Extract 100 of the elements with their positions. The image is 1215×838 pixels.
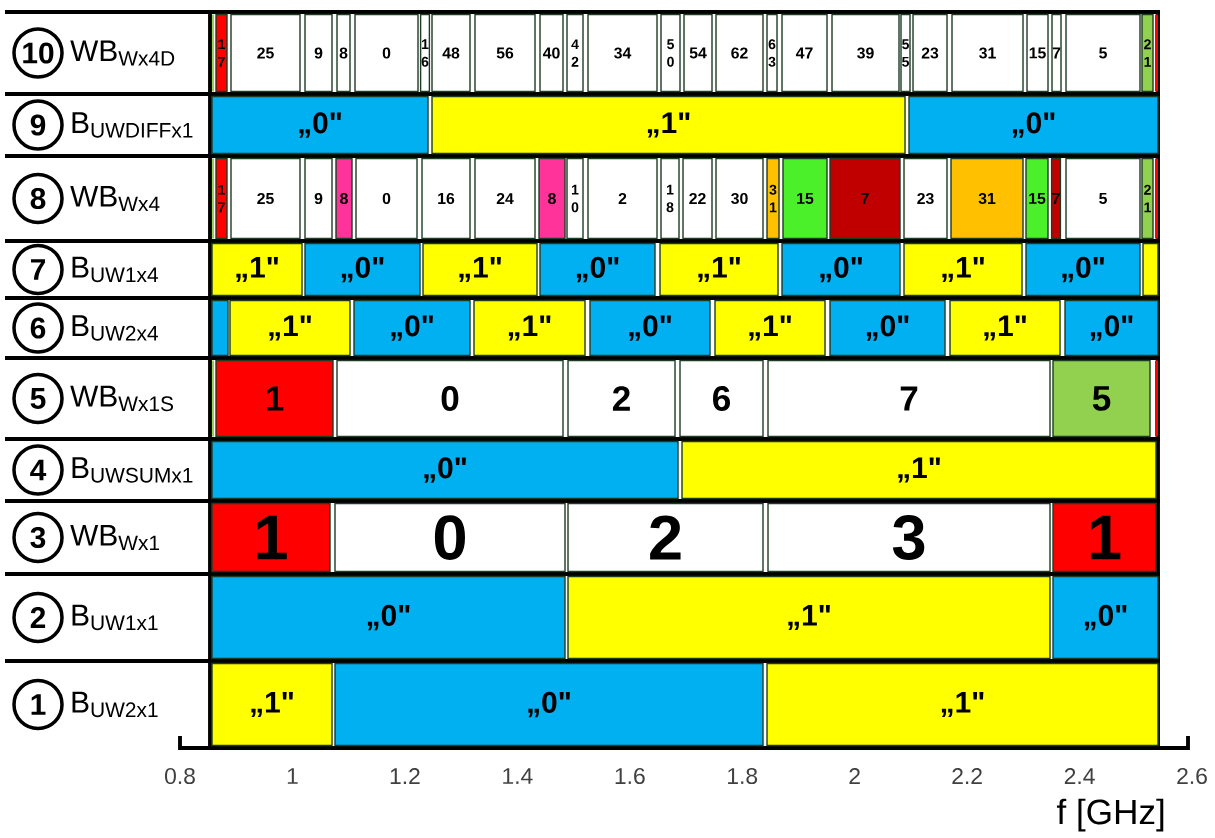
row-label: B$_{UW1x4}$ <box>72 256 158 283</box>
band-segment: „1" <box>681 440 1157 500</box>
band-segment: „0" <box>353 299 471 357</box>
band-segment: 1 <box>1052 502 1157 573</box>
band-segment: 6 <box>679 359 764 438</box>
band-segment: 40 <box>539 13 564 93</box>
band-segment: „1" <box>431 95 906 155</box>
band-segment <box>211 299 229 357</box>
band-segment: 16 <box>419 13 431 93</box>
band-segment: 62 <box>715 13 764 93</box>
band-segment: „0" <box>334 662 764 747</box>
band-segment: 42 <box>566 13 584 93</box>
tick-label: 1.4 <box>503 768 533 784</box>
band-segment: „0" <box>1052 575 1159 660</box>
band-segment: 5 <box>1065 13 1141 93</box>
band-segment: „1" <box>229 299 351 357</box>
band-segment: 0 <box>355 157 418 240</box>
row-label: B$_{UW2x4}$ <box>72 315 158 341</box>
band-segment: 30 <box>715 157 764 240</box>
band-segment: „1" <box>211 662 333 747</box>
band-segment: 8 <box>538 157 566 240</box>
band-segment: „1" <box>949 299 1061 357</box>
band-segment: „0" <box>539 242 656 297</box>
band-segment: „0" <box>589 299 711 357</box>
band-segment: „0" <box>781 242 901 297</box>
tick-label: 2.2 <box>952 768 982 784</box>
tick-label: 2.4 <box>1064 768 1095 784</box>
band-segment: 0 <box>336 359 564 438</box>
band-segment: „1" <box>903 242 1023 297</box>
band-segment: 63 <box>766 13 778 93</box>
band-segment: 8 <box>336 13 351 93</box>
band-segment: 15 <box>1026 13 1049 93</box>
band-segment: „0" <box>211 440 679 500</box>
band-segment: „0" <box>829 299 946 357</box>
row-label: WB$_{Wx4D}$ <box>70 40 175 66</box>
band-segment: 1 <box>215 359 334 438</box>
band-segment: 16 <box>421 157 471 240</box>
band-segment: 5 <box>1052 359 1151 438</box>
band-segment: „1" <box>473 299 586 357</box>
tick-label: 1.2 <box>390 768 420 784</box>
band-segment: 1 <box>211 502 331 573</box>
band-segment: 8 <box>335 157 353 240</box>
band-segment: 2 <box>587 157 658 240</box>
band-segment: „1" <box>659 242 779 297</box>
band-segment: 21 <box>1141 13 1154 93</box>
band-segment: 5 <box>1065 157 1141 240</box>
band-segment: 3 <box>767 502 1051 573</box>
band-segment: „1" <box>211 242 303 297</box>
row-label: WB$_{Wx1}$ <box>70 524 160 551</box>
tick-label: 1 <box>287 768 298 784</box>
band-segment: 55 <box>900 13 911 93</box>
row-label: B$_{UWDIFFx1}$ <box>72 112 193 138</box>
band-segment: 17 <box>215 13 228 93</box>
band-segment: 56 <box>474 13 536 93</box>
band-segment: 22 <box>682 157 713 240</box>
band-segment: 47 <box>781 13 828 93</box>
band-segment: 0 <box>334 502 566 573</box>
row-label: B$_{UWSUMx1}$ <box>72 457 193 483</box>
band-segment: 54 <box>683 13 713 93</box>
band-segment: 25 <box>230 157 301 240</box>
band-sliver <box>1155 360 1158 437</box>
band-segment <box>1142 242 1159 297</box>
band-segment: „1" <box>567 575 1051 660</box>
row-label: B$_{UW2x1}$ <box>72 691 158 718</box>
band-segment: „0" <box>211 95 429 155</box>
band-segment: „0" <box>304 242 421 297</box>
band-segment: 18 <box>660 157 680 240</box>
axis-title: f [GHz] <box>1056 798 1164 832</box>
band-segment: 17 <box>215 157 228 240</box>
band-segment: 15 <box>782 157 828 240</box>
band-segment: 7 <box>1050 157 1062 240</box>
band-segment: „1" <box>422 242 538 297</box>
tick-label: 0.8 <box>165 767 195 785</box>
tick-label: 2.6 <box>1177 767 1207 785</box>
band-segment: 23 <box>903 157 948 240</box>
band-segment: 50 <box>660 13 681 93</box>
tick-label: 1.8 <box>728 767 758 785</box>
band-segment: 15 <box>1025 157 1049 240</box>
row-label: WB$_{Wx4}$ <box>70 185 160 212</box>
band-segment: 2 <box>567 502 764 573</box>
band-segment: 7 <box>829 157 901 240</box>
tick-label: 1.6 <box>615 767 645 785</box>
band-segment: 7 <box>767 359 1051 438</box>
band-segment: 31 <box>951 13 1024 93</box>
band-segment: „0" <box>1025 242 1141 297</box>
band-segment: 9 <box>304 13 333 93</box>
band-segment: 24 <box>474 157 536 240</box>
band-segment: 2 <box>567 359 676 438</box>
band-segment: 31 <box>950 157 1024 240</box>
band-segment: 10 <box>566 157 584 240</box>
row-label: B$_{UW1x1}$ <box>72 604 158 631</box>
band-sliver <box>1155 14 1158 92</box>
band-segment: 25 <box>230 13 301 93</box>
band-segment: „0" <box>211 575 566 660</box>
band-segment: 34 <box>587 13 658 93</box>
band-segment: „1" <box>714 299 826 357</box>
band-segment: 9 <box>304 157 333 240</box>
band-segment: 21 <box>1141 157 1154 240</box>
row-label: WB$_{Wx1S}$ <box>70 385 174 412</box>
band-segment: 31 <box>766 157 780 240</box>
